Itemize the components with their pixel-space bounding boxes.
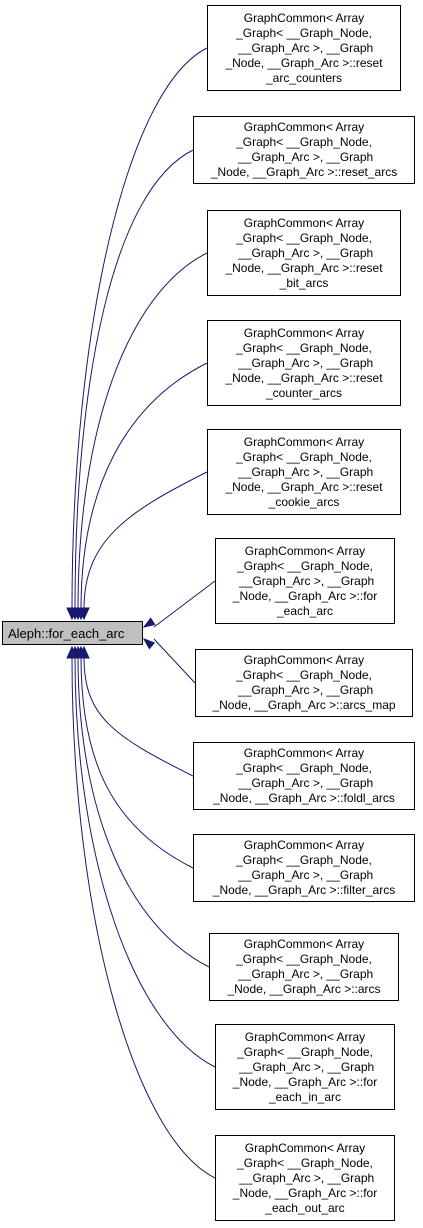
caller-label: GraphCommon< Array _Graph< __Graph_Node,… — [225, 10, 383, 85]
call-edge — [80, 656, 194, 869]
call-edge — [153, 638, 196, 684]
call-edge — [74, 656, 216, 1068]
caller-node-for-each-out-arc[interactable]: GraphCommon< Array _Graph< __Graph_Node,… — [215, 1135, 395, 1221]
caller-node-for-each-arc[interactable]: GraphCommon< Array _Graph< __Graph_Node,… — [215, 538, 395, 624]
caller-node-for-each-in-arc[interactable]: GraphCommon< Array _Graph< __Graph_Node,… — [215, 1024, 395, 1110]
caller-node-arcs[interactable]: GraphCommon< Array _Graph< __Graph_Node,… — [209, 933, 399, 1001]
arrowhead — [78, 607, 90, 621]
caller-node-filter-arcs[interactable]: GraphCommon< Array _Graph< __Graph_Node,… — [193, 834, 415, 902]
caller-label: GraphCommon< Array _Graph< __Graph_Node,… — [227, 937, 381, 996]
arrowhead — [142, 638, 156, 650]
call-edge — [71, 656, 216, 1179]
call-edge — [71, 47, 208, 610]
call-edge — [77, 656, 210, 968]
caller-label: GraphCommon< Array _Graph< __Graph_Node,… — [210, 120, 398, 179]
caller-node-reset-counter-arcs[interactable]: GraphCommon< Array _Graph< __Graph_Node,… — [207, 320, 401, 406]
call-edge — [83, 471, 208, 610]
call-edge — [77, 252, 208, 610]
call-edge — [153, 580, 216, 628]
caller-label: GraphCommon< Array _Graph< __Graph_Node,… — [212, 653, 396, 712]
caller-label: GraphCommon< Array _Graph< __Graph_Node,… — [225, 325, 383, 400]
caller-label: GraphCommon< Array _Graph< __Graph_Node,… — [232, 1140, 378, 1215]
caller-node-reset-bit-arcs[interactable]: GraphCommon< Array _Graph< __Graph_Node,… — [207, 210, 401, 296]
caller-node-foldl-arcs[interactable]: GraphCommon< Array _Graph< __Graph_Node,… — [193, 742, 415, 810]
call-edge — [80, 362, 208, 610]
call-edge — [74, 149, 194, 610]
caller-label: GraphCommon< Array _Graph< __Graph_Node,… — [232, 1029, 378, 1104]
root-node[interactable]: Aleph::for_each_arc — [2, 621, 143, 645]
caller-label: GraphCommon< Array _Graph< __Graph_Node,… — [225, 215, 383, 290]
arrowhead — [66, 645, 78, 659]
caller-node-reset-arcs[interactable]: GraphCommon< Array _Graph< __Graph_Node,… — [193, 116, 415, 184]
caller-label: GraphCommon< Array _Graph< __Graph_Node,… — [213, 746, 395, 805]
caller-label: GraphCommon< Array _Graph< __Graph_Node,… — [225, 434, 383, 509]
caller-node-reset-arc-counters[interactable]: GraphCommon< Array _Graph< __Graph_Node,… — [207, 5, 401, 91]
arrowhead — [142, 617, 156, 628]
caller-node-reset-cookie-arcs[interactable]: GraphCommon< Array _Graph< __Graph_Node,… — [207, 429, 401, 515]
caller-label: GraphCommon< Array _Graph< __Graph_Node,… — [212, 838, 396, 897]
call-edge — [83, 656, 194, 777]
caller-node-arcs-map[interactable]: GraphCommon< Array _Graph< __Graph_Node,… — [195, 649, 413, 717]
root-label: Aleph::for_each_arc — [8, 625, 125, 641]
caller-label: GraphCommon< Array _Graph< __Graph_Node,… — [232, 543, 378, 618]
